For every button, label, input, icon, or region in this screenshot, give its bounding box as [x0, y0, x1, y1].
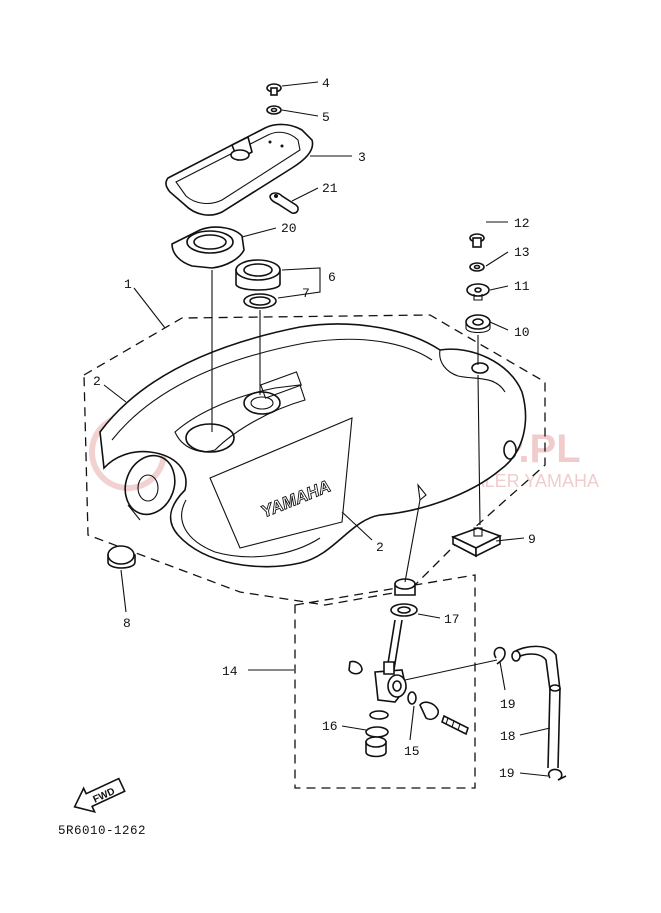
callout-19-lower: 19 [499, 766, 515, 781]
fuel-tank: YAMAHA [99, 323, 527, 568]
fwd-arrow: FWD [73, 777, 126, 814]
part-12-bolt [469, 233, 485, 248]
callout-2-right: 2 [376, 540, 384, 555]
fuel-cock [348, 619, 407, 703]
diagram-code: 5R6010-1262 [58, 824, 146, 838]
callout-8: 8 [123, 616, 131, 631]
callout-13: 13 [514, 245, 530, 260]
part-15-screw [407, 691, 469, 736]
callout-10: 10 [514, 325, 530, 340]
callout-18: 18 [500, 729, 516, 744]
callout-6: 6 [328, 270, 336, 285]
assembly-line-pad [477, 374, 481, 526]
part-4-screw [266, 83, 282, 96]
callout-4: 4 [322, 76, 330, 91]
callout-5: 5 [322, 110, 330, 125]
callout-19-upper: 19 [500, 697, 516, 712]
part-6-fuel-cap [235, 259, 281, 291]
callout-14: 14 [222, 664, 238, 679]
callout-7: 7 [302, 286, 310, 301]
part-21-bracket [269, 192, 299, 214]
part-3-cover [165, 123, 314, 216]
assembly-line-fuel-cock [404, 499, 421, 583]
part-18-fuel-hose [511, 645, 561, 769]
part-19-clip-lower [547, 768, 567, 781]
callout-20: 20 [281, 221, 297, 236]
callout-numbers: 4 5 3 21 20 6 7 1 2 2 8 9 12 13 11 10 14… [93, 76, 536, 781]
part-5-washer [266, 105, 282, 115]
callout-16: 16 [322, 719, 338, 734]
part-17-nut-washer [390, 578, 418, 617]
callout-3: 3 [358, 150, 366, 165]
part-9-pad [450, 527, 503, 558]
assembly-line-hose [404, 659, 498, 681]
part-16-sediment-cup [365, 710, 389, 758]
callout-leaders [103, 81, 551, 777]
callout-1: 1 [124, 277, 132, 292]
callout-21: 21 [322, 181, 338, 196]
callout-17: 17 [444, 612, 460, 627]
part-13-washer [469, 262, 485, 272]
part-20-gasket [171, 226, 245, 269]
callout-2-left: 2 [93, 374, 101, 389]
part-7-o-ring [243, 293, 277, 309]
callout-9: 9 [528, 532, 536, 547]
part-8-plug [107, 545, 136, 569]
callout-12: 12 [514, 216, 530, 231]
callout-11: 11 [514, 279, 530, 294]
part-19-clip-upper [493, 646, 506, 665]
part-11-collar [466, 283, 490, 301]
callout-15: 15 [404, 744, 420, 759]
part-10-damper [465, 314, 491, 334]
